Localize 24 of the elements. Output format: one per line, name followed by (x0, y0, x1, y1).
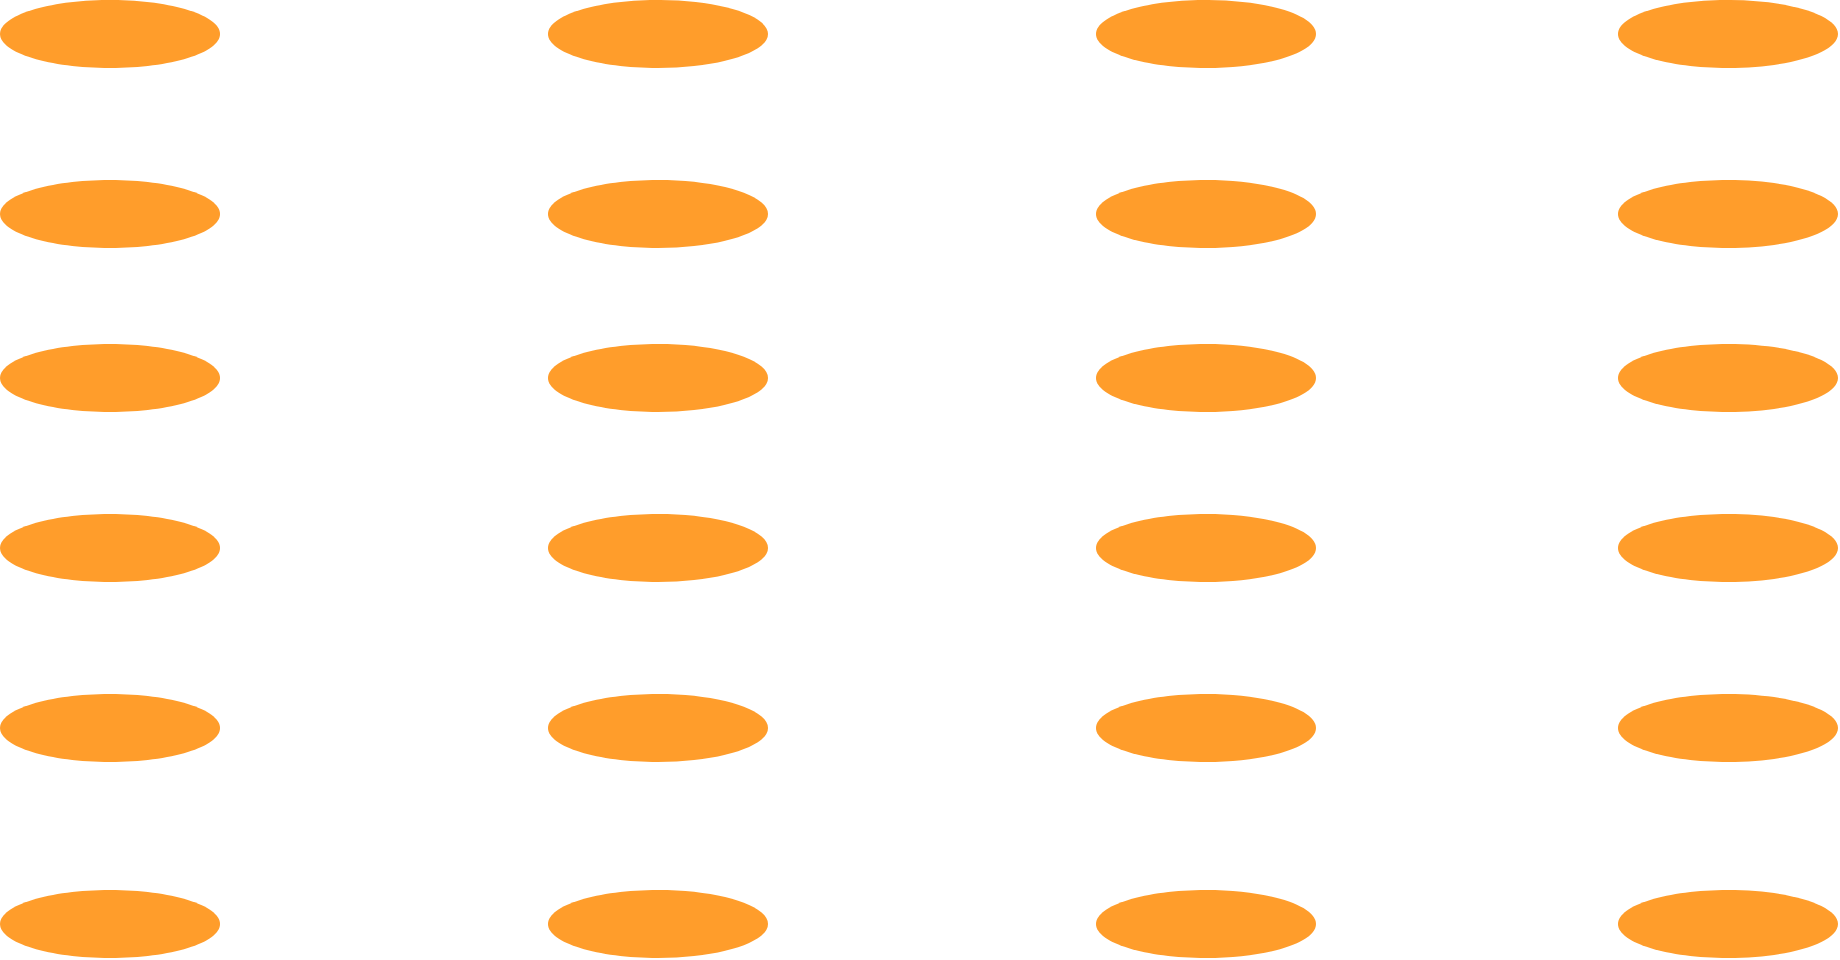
oval (1618, 890, 1838, 958)
oval (548, 180, 768, 248)
oval (0, 514, 220, 582)
oval (548, 0, 768, 68)
oval (1096, 0, 1316, 68)
oval (0, 344, 220, 412)
oval (1618, 514, 1838, 582)
oval (0, 0, 220, 68)
oval (1096, 694, 1316, 762)
oval (1096, 514, 1316, 582)
oval (1618, 0, 1838, 68)
oval (1096, 180, 1316, 248)
oval (0, 694, 220, 762)
oval (1096, 344, 1316, 412)
oval (548, 514, 768, 582)
oval (0, 180, 220, 248)
oval (0, 890, 220, 958)
oval (1618, 344, 1838, 412)
oval (548, 694, 768, 762)
oval (548, 890, 768, 958)
oval (1618, 694, 1838, 762)
oval (1096, 890, 1316, 958)
oval (1618, 180, 1838, 248)
oval (548, 344, 768, 412)
